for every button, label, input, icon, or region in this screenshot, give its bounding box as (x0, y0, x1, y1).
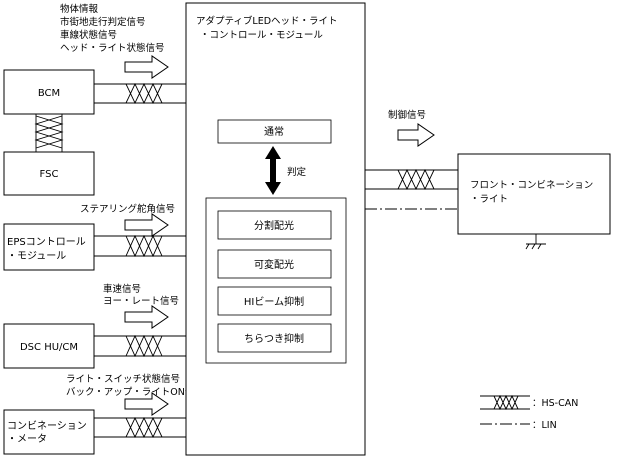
mode-label-hibeam: HIビーム抑制 (244, 295, 304, 308)
meter-signal-arrow (124, 392, 169, 416)
legend-hscan-label: ：HS-CAN (532, 398, 578, 409)
headlight-box (457, 153, 611, 235)
eps-box (3, 223, 95, 271)
bcm-signal-label-1: 物体情報 (60, 3, 99, 15)
judge-double-arrow (265, 146, 281, 195)
mode-box-split (217, 210, 332, 240)
fsc-box (3, 151, 95, 196)
headlight-twisted-pair (397, 168, 435, 191)
meter-label-line2: ・メータ (7, 433, 47, 445)
headlight-label-line2: ・ライト (470, 194, 508, 205)
ground-symbol-hatch-1 (525, 243, 530, 250)
dsc-signal-arrow (124, 305, 169, 329)
bcm-fsc-twisted-pair (34, 115, 64, 149)
legend-hscan-twisted-pair (493, 394, 519, 411)
normal-mode-box (217, 119, 332, 144)
mode-label-flicker: ちらつき抑制 (244, 332, 304, 345)
meter-signal-label-2: バック・アップ・ライトON信号 (66, 386, 204, 398)
mode-box-flicker (217, 323, 332, 353)
bcm-signal-label-3: 車線状態信号 (60, 29, 117, 41)
meter-label-line1: コンビネーション (7, 420, 87, 432)
legend-lin-label: ：LIN (532, 420, 557, 431)
dsc-label: DSC HU/CM (20, 342, 78, 353)
judge-label: 判定 (287, 166, 307, 178)
bcm-signal-label-2: 市街地走行判定信号 (60, 16, 146, 28)
dsc-signal-label-1: 車速信号 (103, 283, 141, 295)
bcm-signal-label-4: ヘッド・ライト状態信号 (60, 42, 165, 54)
dsc-box (3, 323, 95, 369)
dsc-twisted-pair (125, 334, 163, 358)
eps-twisted-pair (125, 234, 163, 258)
fsc-label: FSC (40, 169, 59, 180)
bcm-label: BCM (38, 88, 60, 99)
mode-box-hibeam (217, 286, 332, 316)
mode-label-split: 分割配光 (254, 219, 294, 232)
eps-label-line2: ・モジュール (7, 251, 66, 262)
meter-twisted-pair (125, 416, 163, 439)
control-signal-arrow (397, 123, 435, 147)
headlight-label-line1: フロント・コンビネーション (470, 180, 593, 191)
meter-signal-label-1: ライト・スイッチ状態信号 (66, 373, 180, 385)
mode-box-variable (217, 249, 332, 279)
meter-box (3, 409, 95, 455)
mode-label-variable: 可変配光 (254, 258, 294, 271)
eps-label-line1: EPSコントロール (7, 237, 86, 248)
controller-title-line2: ・コントロール・モジュール (200, 30, 323, 41)
eps-signal-label: ステアリング舵角信号 (80, 203, 175, 215)
control-signal-label: 制御信号 (388, 109, 426, 121)
ground-symbol-hatch-3 (537, 243, 542, 250)
dsc-signal-label-2: ヨー・レート信号 (103, 295, 179, 307)
eps-signal-arrow (124, 213, 169, 237)
bcm-twisted-pair (125, 82, 163, 105)
ground-symbol-hatch-2 (531, 243, 536, 250)
controller-title-line1: アダプティブLEDヘッド・ライト (196, 15, 338, 27)
bcm-signal-arrow (124, 55, 169, 79)
normal-mode-label: 通常 (264, 125, 284, 138)
bcm-box (3, 69, 95, 115)
